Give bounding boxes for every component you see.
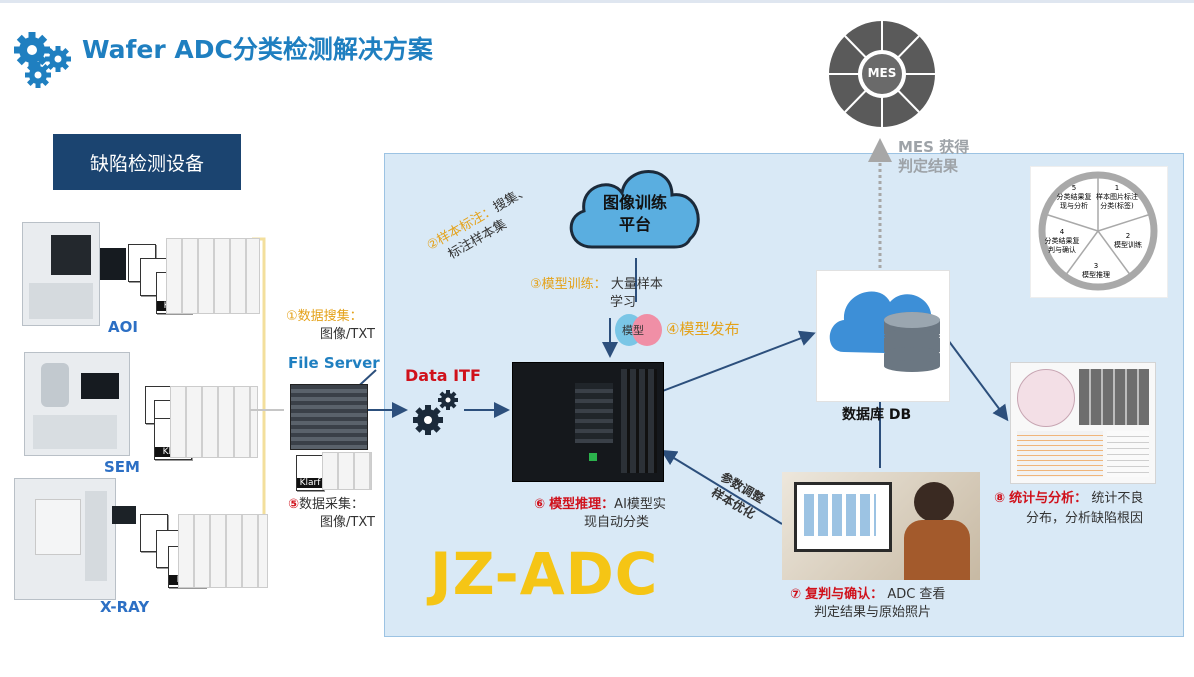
step-8-title: ⑧ 统计与分析： 统计不良 xyxy=(994,491,1144,506)
sem-machine xyxy=(24,352,130,456)
brain-model-icon xyxy=(615,314,662,346)
step-5-title: ⑤数据采集： xyxy=(288,497,365,512)
operator-photo xyxy=(782,472,980,580)
klarf-doc: Klarf xyxy=(296,455,324,491)
step-4: ④模型发布 xyxy=(666,320,740,338)
step-5-body: 图像/TXT xyxy=(320,515,375,530)
mes-result-label: MES 获得判定结果 xyxy=(898,138,970,175)
gears-icon xyxy=(14,32,71,88)
defect-thumbnails xyxy=(166,238,260,314)
page-title: Wafer ADC分类检测解决方案 xyxy=(82,35,433,64)
file-server-icon xyxy=(290,384,368,450)
edge-computer-icon xyxy=(512,362,664,482)
step-6-body: 现自动分类 xyxy=(584,515,650,530)
defect-thumbnails xyxy=(322,452,372,490)
cycle-ring-icon xyxy=(1038,171,1158,291)
file-server-label: File Server xyxy=(288,354,380,372)
statistics-screenshot xyxy=(1010,362,1156,484)
top-border xyxy=(0,0,1194,3)
gear-cluster-icon xyxy=(413,390,458,435)
aoi-monitor xyxy=(100,248,126,280)
cloud-label: 图像训练平台 xyxy=(602,193,667,234)
aoi-machine xyxy=(22,222,100,326)
step-3-body: 学习 xyxy=(610,295,637,310)
data-itf-label: Data ITF xyxy=(405,366,481,385)
database-icon xyxy=(829,291,940,372)
xray-monitor xyxy=(112,506,136,524)
equipment-header: 缺陷检测设备 xyxy=(53,134,241,190)
step-8-body: 分布，分析缺陷根因 xyxy=(1026,511,1144,526)
equipment-label-aoi: AOI xyxy=(108,318,138,336)
step-1-body: 图像/TXT xyxy=(320,327,375,342)
klarf-label: Klarf xyxy=(297,478,323,488)
step-6-title: ⑥ 模型推理：AI模型实 xyxy=(534,497,666,512)
mes-wheel-icon xyxy=(829,21,935,127)
step-7-title: ⑦ 复判与确认： ADC 查看 xyxy=(790,587,946,602)
cloud-icon xyxy=(569,170,700,249)
step-7-body: 判定结果与原始照片 xyxy=(814,605,932,620)
step-3-title: ③模型训练： 大量样本 xyxy=(530,277,663,292)
equipment-label-xray: X-RAY xyxy=(100,598,150,616)
model-label: 模型 xyxy=(622,324,644,337)
step-1-title: ①数据搜集： xyxy=(286,309,363,324)
mes-center-label: MES xyxy=(867,66,897,80)
defect-thumbnails xyxy=(170,386,258,458)
brand-logo: JZ-ADC xyxy=(430,540,659,608)
database-label: 数据库 DB xyxy=(842,407,912,423)
xray-machine xyxy=(14,478,116,600)
defect-thumbnails xyxy=(178,514,268,588)
equipment-label-sem: SEM xyxy=(104,458,140,476)
